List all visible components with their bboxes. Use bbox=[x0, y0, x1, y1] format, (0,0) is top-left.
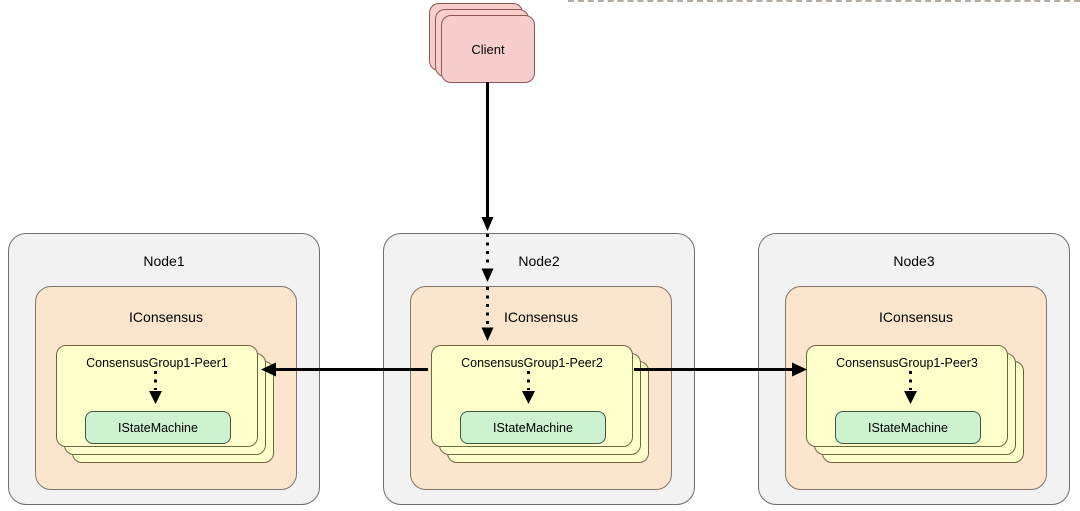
consensus-label: IConsensus bbox=[504, 309, 578, 325]
node-title: Node2 bbox=[518, 253, 560, 269]
consensus-box: IConsensus ConsensusGroup1-Peer2 IStateM… bbox=[410, 286, 672, 490]
state-machine-label: IStateMachine bbox=[868, 420, 948, 435]
peer-label: ConsensusGroup1-Peer1 bbox=[86, 356, 228, 370]
peer-card-stack: ConsensusGroup1-Peer1 IStateMachine bbox=[56, 345, 274, 463]
consensus-label: IConsensus bbox=[129, 309, 203, 325]
arrow-client-to-node2 bbox=[481, 82, 494, 231]
consensus-label: IConsensus bbox=[879, 309, 953, 325]
peer-card: ConsensusGroup1-Peer2 IStateMachine bbox=[431, 345, 633, 447]
client-card: Client bbox=[441, 15, 535, 83]
peer-label: ConsensusGroup1-Peer3 bbox=[836, 356, 978, 370]
client-label: Client bbox=[471, 41, 505, 57]
state-machine-label: IStateMachine bbox=[118, 420, 198, 435]
consensus-box: IConsensus ConsensusGroup1-Peer1 IStateM… bbox=[35, 286, 297, 490]
node-box-2: Node2 IConsensus ConsensusGroup1-Peer2 I… bbox=[383, 233, 695, 505]
consensus-box: IConsensus ConsensusGroup1-Peer3 IStateM… bbox=[785, 286, 1047, 490]
state-machine-box: IStateMachine bbox=[835, 411, 981, 444]
state-machine-box: IStateMachine bbox=[85, 411, 231, 444]
state-machine-box: IStateMachine bbox=[460, 411, 606, 444]
peer-card-stack: ConsensusGroup1-Peer2 IStateMachine bbox=[431, 345, 649, 463]
node-title: Node3 bbox=[893, 253, 935, 269]
peer-card: ConsensusGroup1-Peer3 IStateMachine bbox=[806, 345, 1008, 447]
node-box-3: Node3 IConsensus ConsensusGroup1-Peer3 I… bbox=[758, 233, 1070, 505]
peer-label: ConsensusGroup1-Peer2 bbox=[461, 356, 603, 370]
state-machine-label: IStateMachine bbox=[493, 420, 573, 435]
peer-card-stack: ConsensusGroup1-Peer3 IStateMachine bbox=[806, 345, 1024, 463]
node-box-1: Node1 IConsensus ConsensusGroup1-Peer1 I… bbox=[8, 233, 320, 505]
top-edge-dashes bbox=[568, 0, 1080, 2]
peer-card: ConsensusGroup1-Peer1 IStateMachine bbox=[56, 345, 258, 447]
node-title: Node1 bbox=[143, 253, 185, 269]
